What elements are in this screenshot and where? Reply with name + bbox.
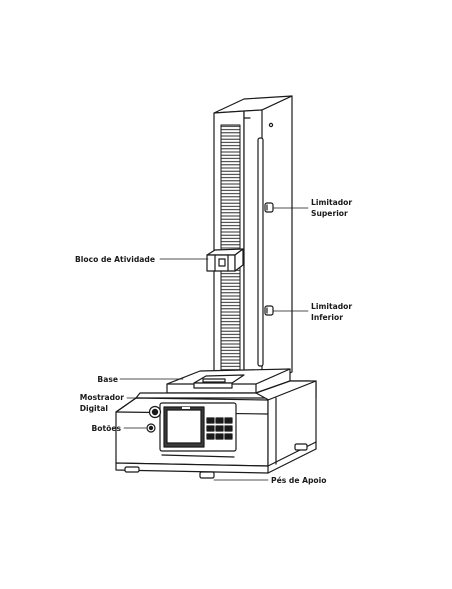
label-limitador-superior-line1: Limitador [311, 198, 352, 207]
label-limitador-superior-line2: Superior [311, 209, 348, 218]
labels: Bloco de Atividade Limitador Superior Li… [75, 198, 352, 485]
column [213, 95, 293, 387]
upper-limiter-knob [264, 202, 274, 213]
label-limitador-inferior-line2: Inferior [311, 313, 343, 322]
activity-block [206, 248, 244, 272]
label-pes-apoio: Pés de Apoio [271, 476, 326, 485]
label-mostrador-line2: Digital [80, 404, 108, 413]
label-bloco-atividade: Bloco de Atividade [75, 255, 155, 264]
label-base: Base [97, 375, 118, 384]
lower-limiter-knob [264, 305, 274, 316]
label-botoes: Botões [91, 424, 121, 433]
column-slot [257, 137, 264, 367]
callout-lines [119, 207, 309, 481]
digital-display [159, 402, 237, 458]
label-mostrador-line1: Mostrador [80, 393, 124, 402]
control-buttons [146, 405, 162, 433]
label-limitador-inferior-line1: Limitador [311, 302, 352, 311]
support-feet [124, 443, 308, 479]
keypad [206, 417, 233, 440]
